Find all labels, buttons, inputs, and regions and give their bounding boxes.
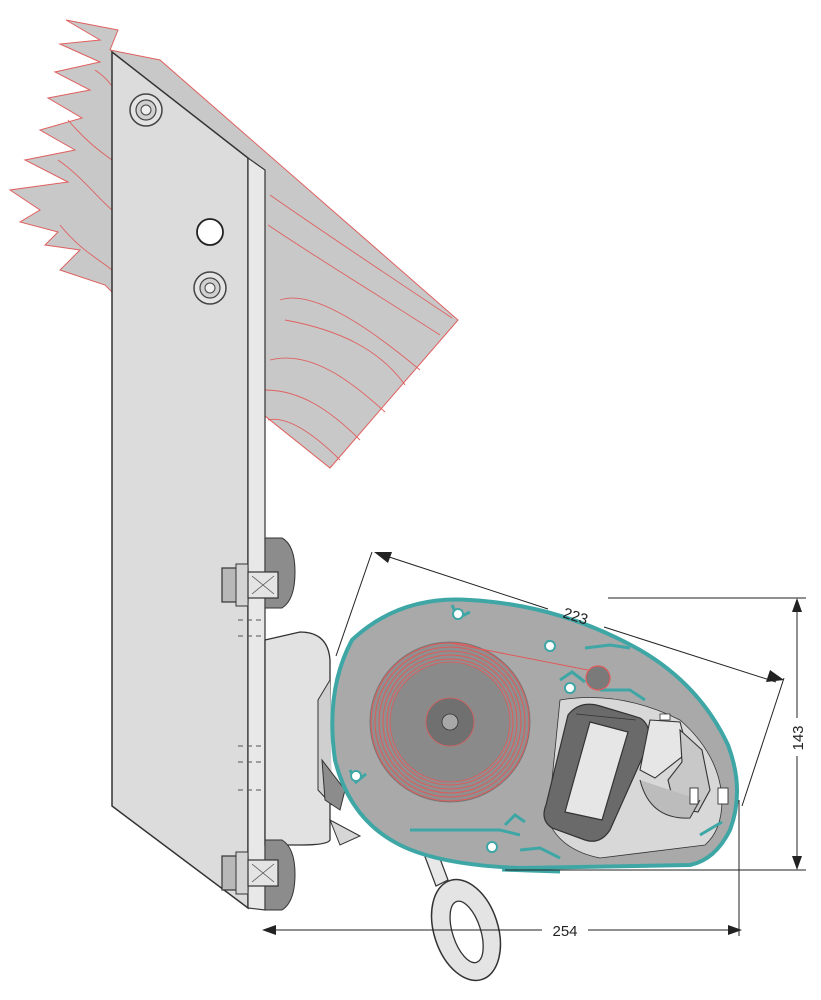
mounting-plate [111,50,266,911]
dimension-lines [270,551,806,936]
dimension-height-label: 143 [790,725,807,750]
dimension-width-label: 254 [552,923,577,940]
middle-bolt-icon [193,271,227,305]
folding-arm [543,703,650,842]
bracket [264,631,362,846]
fabric-roller [369,641,599,803]
bracket-body [264,631,331,846]
profile-screw-holes [350,608,576,853]
upper-bolt-assembly-icon [221,537,296,609]
dimension-slant-label: 223 [561,605,590,629]
plate-body [111,50,249,910]
hidden-lines [238,619,262,791]
dimension-arrows [262,552,802,935]
top-bolt-icon [129,93,163,127]
awning-cassette [330,597,739,874]
lower-bolt-assembly-icon [221,839,296,911]
fabric-line [449,642,599,673]
mounting-hole-icon [196,218,224,246]
arm-shoulder [639,713,729,819]
plate-edge [247,156,266,911]
guide-roller [585,665,611,691]
